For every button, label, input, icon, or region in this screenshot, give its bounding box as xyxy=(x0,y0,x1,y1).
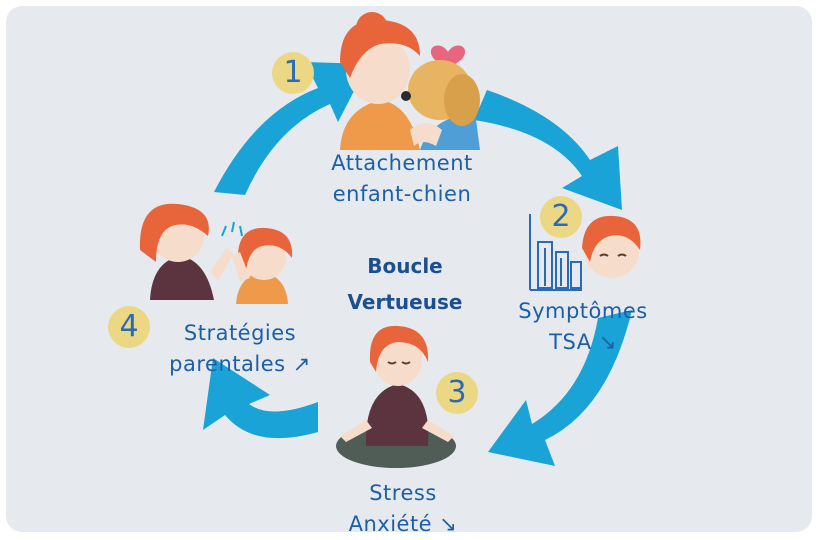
center-label: Boucle Vertueuse xyxy=(320,248,490,320)
heart-icon xyxy=(430,45,466,70)
step-3-label-line2: Anxiété ↘ xyxy=(348,512,458,536)
meditating-woman-illustration xyxy=(336,325,456,468)
step-2-label-line1: Symptômes xyxy=(518,299,648,323)
step-1-label-line1: Attachement xyxy=(331,151,473,175)
step-2-badge: 2 xyxy=(540,196,582,238)
parent-child-high-five-illustration xyxy=(139,203,293,304)
step-1-label: Attachement enfant-chien xyxy=(302,148,502,210)
step-1-badge: 1 xyxy=(272,52,314,94)
center-label-line1: Boucle xyxy=(367,254,443,278)
step-2-label: Symptômes TSA ↘ xyxy=(498,296,668,358)
step-4-badge: 4 xyxy=(108,306,150,348)
center-label-line2: Vertueuse xyxy=(347,290,463,314)
step-2-label-line2: TSA ↘ xyxy=(549,330,617,354)
step-3-label-line1: Stress xyxy=(369,481,437,505)
bar-chart-icon xyxy=(529,214,582,291)
step-4-label-line2: parentales ↗ xyxy=(169,352,311,376)
step-4-label-line1: Stratégies xyxy=(183,321,297,345)
step-3-badge: 3 xyxy=(436,372,478,414)
child-hugging-dog-illustration xyxy=(340,12,480,150)
step-3-label: Stress Anxiété ↘ xyxy=(318,478,488,540)
step-1-label-line2: enfant-chien xyxy=(332,182,472,206)
circular-arrow-icon xyxy=(203,62,632,466)
child-face-illustration xyxy=(582,215,641,278)
step-4-label: Stratégies parentales ↗ xyxy=(140,318,340,380)
